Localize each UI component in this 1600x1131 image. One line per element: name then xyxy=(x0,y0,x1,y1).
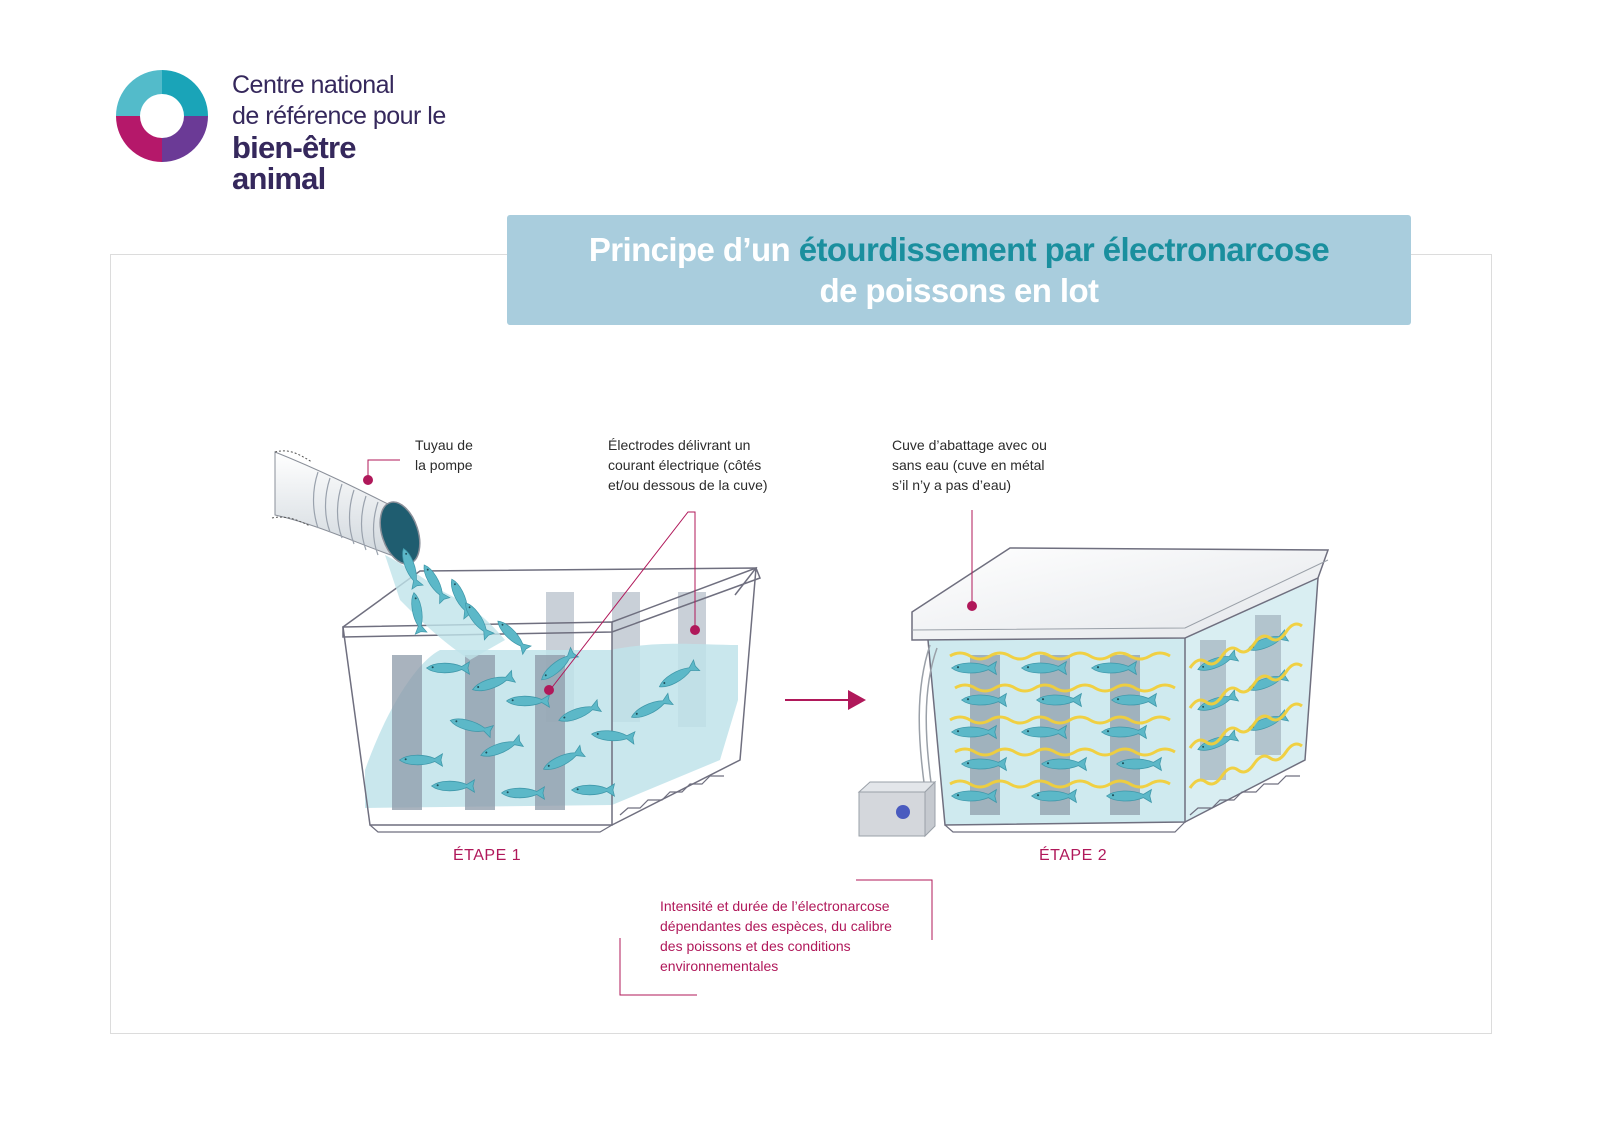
title-box: Principe d’un étourdissement par électro… xyxy=(507,215,1411,325)
label-pipe-line-1: Tuyau de xyxy=(415,437,473,453)
logo-line-1: Centre national xyxy=(232,71,395,99)
logo-line-2: de référence pour le xyxy=(232,102,446,130)
title-line-1: Principe d’un étourdissement par électro… xyxy=(507,231,1411,269)
step-2-label: ÉTAPE 2 xyxy=(1039,847,1108,864)
label-tank-line-1: Cuve d’abattage avec ou xyxy=(892,437,1047,453)
label-tank: Cuve d’abattage avec ou sans eau (cuve e… xyxy=(892,435,1047,495)
logo-text: Centre national de référence pour le bie… xyxy=(232,70,452,194)
label-electrodes-line-3: et/ou dessous de la cuve) xyxy=(608,477,768,493)
label-pipe: Tuyau de la pompe xyxy=(415,435,473,475)
label-intensity: Intensité et durée de l’électronarcose d… xyxy=(660,896,892,976)
process-arrow xyxy=(785,690,866,710)
generator-box xyxy=(857,780,937,838)
step-1-label: ÉTAPE 1 xyxy=(453,847,522,864)
electrode-front xyxy=(392,655,422,810)
label-electrodes: Électrodes délivrant un courant électriq… xyxy=(608,435,768,495)
electrode-front xyxy=(535,655,565,810)
title-line-2: de poissons en lot xyxy=(819,272,1100,309)
step1-tank xyxy=(342,566,761,833)
logo-line-3: bien-être animal xyxy=(232,130,357,196)
label-tank-line-2: sans eau (cuve en métal xyxy=(892,457,1045,473)
title-part-1: Principe d’un xyxy=(588,231,799,268)
pump-pipe xyxy=(271,450,532,660)
step2-tank xyxy=(857,547,1330,838)
label-intensity-line-1: Intensité et durée de l’électronarcose xyxy=(660,898,890,914)
logo: Centre national de référence pour le bie… xyxy=(112,66,452,194)
tank-lid xyxy=(911,547,1330,641)
electric-current xyxy=(949,622,1303,789)
label-pipe-line-2: la pompe xyxy=(415,457,473,473)
label-intensity-line-4: environnementales xyxy=(660,958,779,974)
label-electrodes-line-2: courant électrique (côtés xyxy=(608,457,762,473)
callout-lines xyxy=(367,459,973,996)
logo-mark-icon xyxy=(116,70,208,162)
label-electrodes-line-1: Électrodes délivrant un xyxy=(608,437,751,453)
label-intensity-line-3: des poissons et des conditions xyxy=(660,938,851,954)
title-accent: étourdissement par électronarcose xyxy=(798,231,1330,268)
callout-dots xyxy=(363,475,977,695)
label-intensity-line-2: dépendantes des espèces, du calibre xyxy=(660,918,892,934)
label-tank-line-3: s’il n’y a pas d’eau) xyxy=(892,477,1012,493)
